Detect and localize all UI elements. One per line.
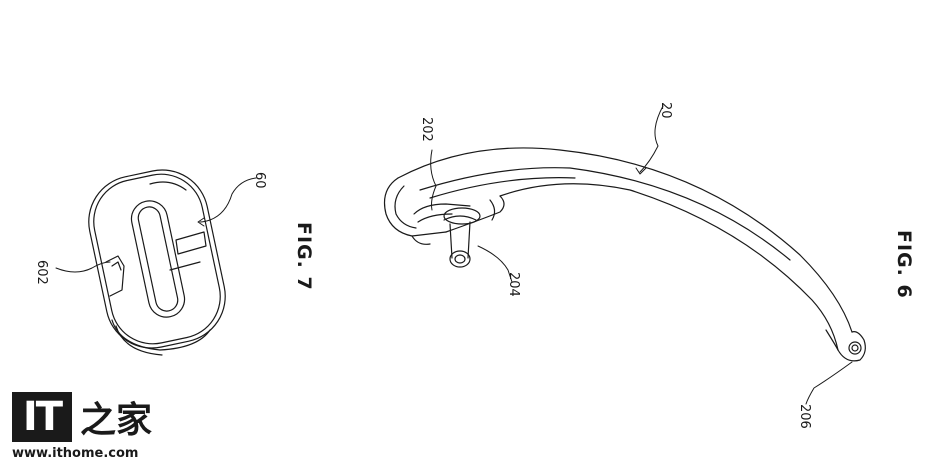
ref-numeral-60: 60 (252, 172, 267, 189)
ref-numeral-20: 20 (658, 102, 673, 119)
ref-numeral-206: 206 (797, 404, 812, 429)
figure-label-fig7: FIG. 7 (293, 222, 315, 291)
ithome-logo: IT (12, 392, 72, 442)
ithome-logo-cn: 之家 (80, 399, 153, 441)
leader-lines (55, 105, 853, 405)
ref-numeral-204: 204 (506, 272, 521, 297)
figure-label-fig6: FIG. 6 (893, 230, 915, 299)
ref-numeral-202: 202 (419, 117, 434, 142)
clip-component-60 (88, 169, 226, 356)
ref-numeral-602: 602 (34, 260, 49, 285)
watermark-url: www.ithome.com (12, 446, 139, 461)
ear-hook-20 (383, 147, 866, 362)
logo-text: IT (22, 394, 63, 440)
